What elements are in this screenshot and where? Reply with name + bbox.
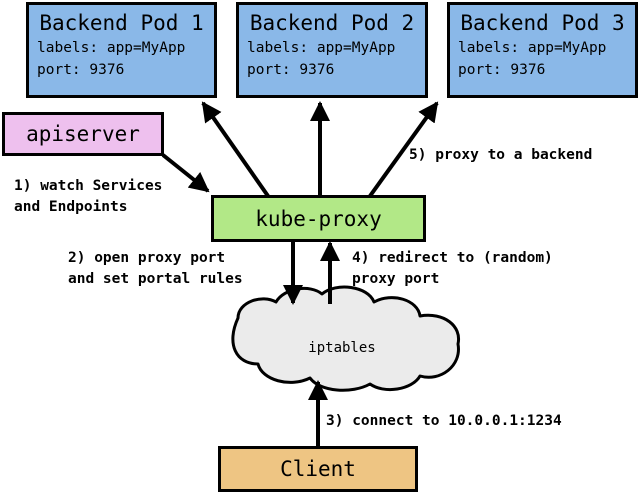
backend-pod-1-title: Backend Pod 1 <box>39 11 204 35</box>
apiserver-node[interactable]: apiserver <box>2 112 164 156</box>
arrow-apiserver-to-kubeproxy <box>161 153 210 193</box>
client-node[interactable]: Client <box>218 446 418 492</box>
step-1-note: 1) watch Services and Endpoints <box>14 176 162 218</box>
arrow-kubeproxy-to-pod3 <box>368 101 439 198</box>
backend-pod-2[interactable]: Backend Pod 2 labels: app=MyApp port: 93… <box>236 2 428 98</box>
step-3-note: 3) connect to 10.0.0.1:1234 <box>326 411 562 432</box>
step-4-note: 4) redirect to (random) proxy port <box>352 248 553 290</box>
step-2-line-2: and set portal rules <box>68 271 243 287</box>
step-4-line-2: proxy port <box>352 271 440 287</box>
step-2-line-1: 2) open proxy port <box>68 250 226 266</box>
step-1-line-1: 1) watch Services <box>14 178 163 194</box>
kube-proxy-node[interactable]: kube-proxy <box>211 195 426 242</box>
arrow-kubeproxy-to-pod1 <box>201 101 270 198</box>
backend-pod-3-labels: labels: app=MyApp <box>458 40 607 56</box>
backend-pod-3-title: Backend Pod 3 <box>460 11 625 35</box>
backend-pod-3-port: port: 9376 <box>458 62 546 78</box>
apiserver-label: apiserver <box>26 122 140 146</box>
iptables-label: iptables <box>308 340 376 356</box>
step-4-line-1: 4) redirect to (random) <box>352 250 553 266</box>
step-5-line-1: 5) proxy to a backend <box>409 147 593 163</box>
backend-pod-1[interactable]: Backend Pod 1 labels: app=MyApp port: 93… <box>26 2 217 98</box>
iptables-cloud <box>231 285 461 392</box>
backend-pod-2-title: Backend Pod 2 <box>249 11 415 35</box>
backend-pod-2-port: port: 9376 <box>247 62 335 78</box>
step-2-note: 2) open proxy port and set portal rules <box>68 248 243 290</box>
kube-proxy-label: kube-proxy <box>255 206 382 231</box>
step-5-note: 5) proxy to a backend <box>409 145 592 166</box>
step-1-line-2: and Endpoints <box>14 199 128 215</box>
step-3-line-1: 3) connect to 10.0.0.1:1234 <box>326 413 562 429</box>
client-label: Client <box>280 457 356 481</box>
backend-pod-3[interactable]: Backend Pod 3 labels: app=MyApp port: 93… <box>447 2 638 98</box>
backend-pod-1-port: port: 9376 <box>37 62 125 78</box>
backend-pod-2-labels: labels: app=MyApp <box>247 40 396 56</box>
backend-pod-1-labels: labels: app=MyApp <box>37 40 186 56</box>
